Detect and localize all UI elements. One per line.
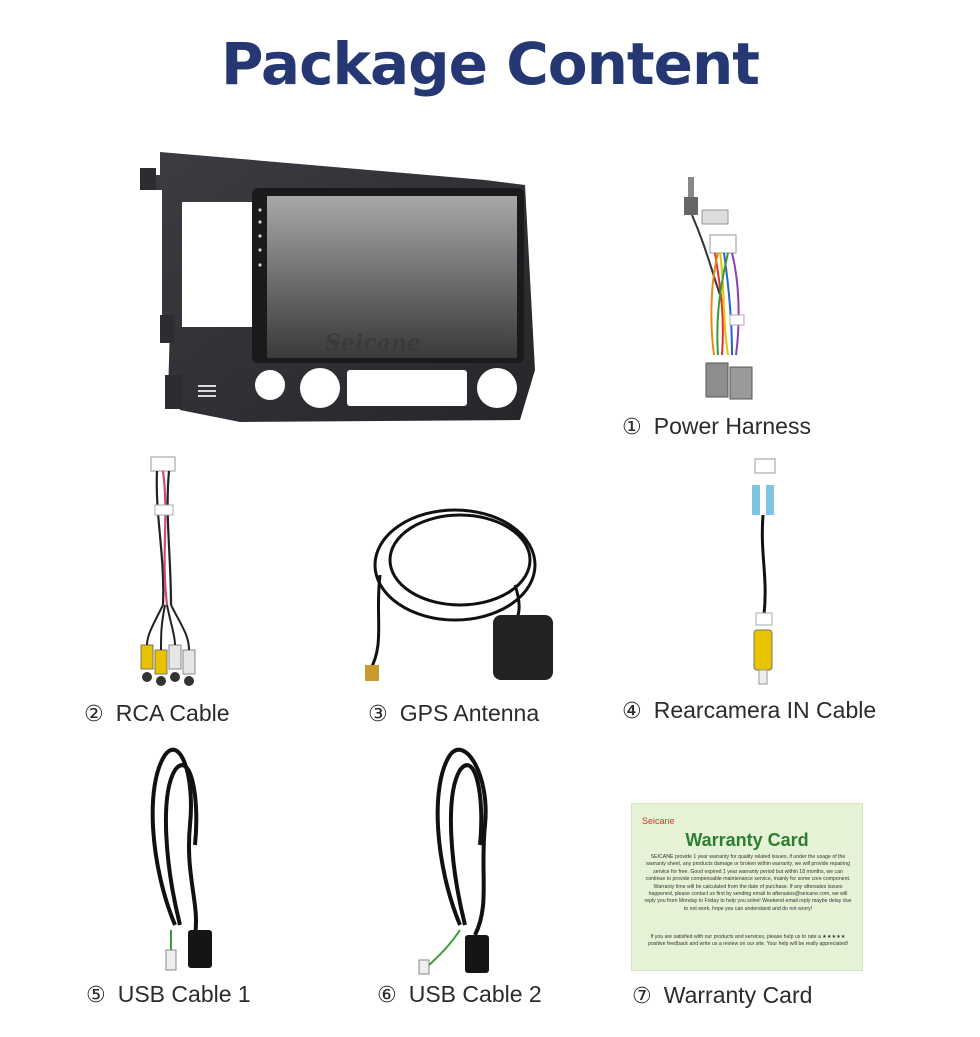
gps-antenna-image bbox=[365, 508, 553, 681]
page-title: Package Content bbox=[220, 30, 760, 98]
warranty-card-body: SEICANE provide 1 year warranty for qual… bbox=[644, 854, 852, 912]
usb-cable-1-image bbox=[150, 747, 212, 971]
warranty-card-brand: Seicane bbox=[642, 816, 675, 826]
head-unit-image: Seicane bbox=[140, 152, 535, 422]
warranty-card-image: Seicane Warranty Card SEICANE provide 1 … bbox=[631, 803, 863, 971]
power-harness-image bbox=[684, 177, 753, 400]
warranty-card-footer: If you are satisfied with our products a… bbox=[647, 934, 849, 948]
rca-cable-image bbox=[140, 456, 196, 686]
rearcamera-cable-image bbox=[752, 458, 776, 685]
warranty-card-title: Warranty Card bbox=[685, 830, 809, 850]
screen-brand-text: Seicane bbox=[325, 330, 421, 356]
usb-cable-2-image bbox=[418, 747, 489, 975]
